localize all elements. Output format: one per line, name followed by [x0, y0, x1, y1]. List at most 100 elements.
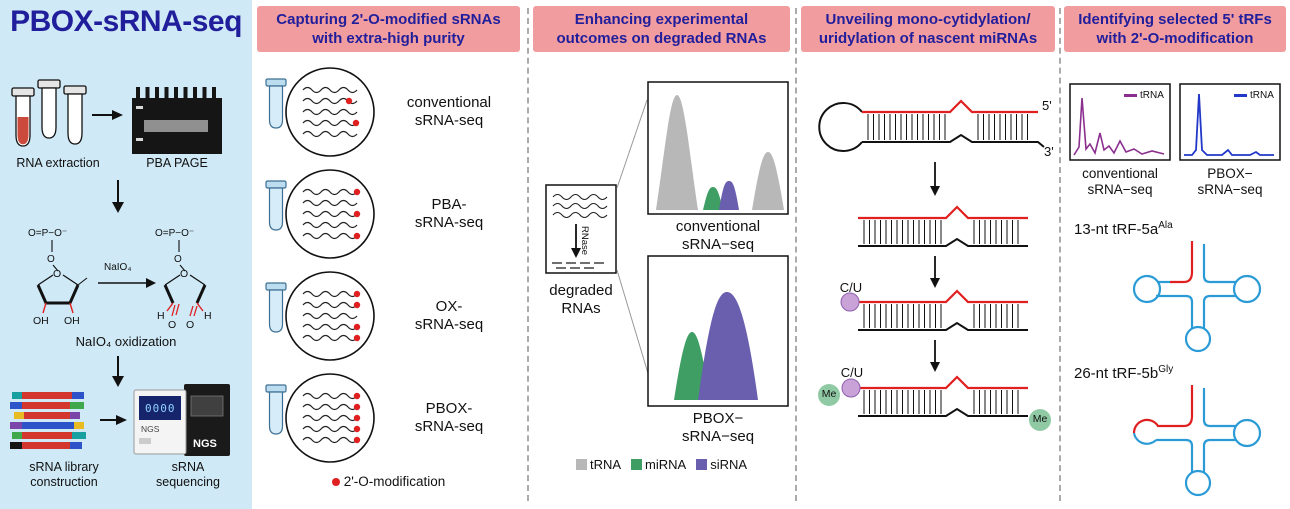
rnase-label: RNase	[579, 226, 590, 256]
panel4-header: Unveiling mono-cytidylation/ uridylation…	[801, 6, 1055, 52]
modification-dot	[353, 290, 361, 298]
trna-trace-legend: tRNA	[1124, 90, 1164, 101]
trf2-superscript: Gly	[1158, 364, 1174, 375]
degraded-rnas-label: degraded RNAs	[549, 282, 613, 318]
rna-strands	[302, 290, 358, 342]
chemical-structures: O=P−O⁻ O O OH OH O=P−O⁻ O O	[28, 228, 212, 331]
hydroxyl-label: OH	[64, 315, 80, 327]
process-arrow	[930, 256, 940, 288]
sample-tubes-icon	[11, 79, 87, 147]
sequencer-icon	[133, 384, 230, 456]
trna-swatch-icon	[575, 459, 587, 470]
modification-dot	[353, 334, 361, 342]
mirna-legend-label: miRNA	[645, 457, 687, 472]
modification-dot	[353, 425, 361, 433]
cu-nucleotide-circle	[840, 292, 860, 312]
aldehyde-h-label: H	[204, 310, 212, 322]
mirna-duplex-methylated	[818, 375, 1051, 431]
figure-title: PBOX-sRNA-seq	[10, 5, 242, 38]
trna-legend-label: tRNA	[589, 457, 622, 472]
sirna-peak	[698, 292, 758, 400]
ngs-machine-label: NGS	[141, 424, 160, 434]
modification-dot	[353, 414, 361, 422]
trna-trace-legend: tRNA	[1234, 90, 1274, 101]
blue-line-icon	[1234, 94, 1247, 97]
hydroxyl-label: OH	[33, 315, 49, 327]
aldehyde-o-label: O	[168, 319, 176, 331]
three-prime-label: 3'	[1044, 144, 1054, 159]
conventional-profile-plot	[647, 81, 789, 215]
trf-5prime-fragment	[1132, 385, 1194, 434]
row-label-pba: PBA- sRNA-seq	[414, 196, 484, 232]
modification-legend-label: 2'-O-modification	[343, 474, 446, 489]
sirna-peak	[719, 181, 739, 210]
phosphate-label: O=P−O⁻	[28, 228, 67, 239]
library-bars-icon	[10, 392, 86, 449]
pba-page-label: PBA PAGE	[146, 156, 208, 170]
trna-trace	[1184, 93, 1274, 156]
modification-dot	[353, 188, 361, 196]
pbox-profile-plot	[647, 255, 789, 407]
arrow-down-1-icon	[112, 180, 124, 213]
row-label-pbox: PBOX- sRNA-seq	[414, 400, 484, 436]
oxidization-label: NaIO₄ oxidization	[75, 334, 177, 349]
degraded-fragments	[552, 262, 604, 269]
trna-legend-item: tRNA	[575, 457, 622, 472]
trf1-label: 13-nt tRF-5aAla	[1074, 220, 1173, 239]
trf2-label: 26-nt tRF-5bGly	[1074, 364, 1173, 383]
sequencing-label: sRNA sequencing	[156, 460, 220, 490]
purple-line-icon	[1124, 94, 1137, 97]
degraded-rna-box	[545, 99, 651, 381]
pbox-plot-label: PBOX− sRNA−seq	[681, 410, 755, 446]
separator-2	[795, 8, 797, 501]
trf2-name: 26-nt tRF-5b	[1074, 365, 1159, 382]
trf-5prime-fragment	[1170, 241, 1194, 284]
trf1-superscript: Ala	[1158, 220, 1173, 231]
arrow-down-2-icon	[112, 356, 124, 387]
modification-dot	[353, 301, 361, 309]
modification-dot	[353, 323, 361, 331]
modification-dot	[353, 392, 361, 400]
trf1-name: 13-nt tRF-5a	[1074, 221, 1159, 238]
process-arrow	[930, 340, 940, 372]
row-label-conventional: conventional sRNA-seq	[406, 94, 492, 130]
conventional-plot-label: conventional sRNA−seq	[675, 218, 761, 254]
gel-page-icon	[132, 87, 222, 154]
library-construction-label: sRNA library construction	[29, 460, 99, 490]
trna-cloverleaf-trf5b	[1132, 385, 1262, 497]
modification-dot	[345, 97, 353, 105]
tube-icon	[265, 180, 287, 231]
modification-dot	[352, 119, 360, 127]
trna-peak	[656, 95, 698, 210]
modification-dot	[353, 436, 361, 444]
mirna-legend-item: miRNA	[631, 457, 686, 472]
tube-icon	[265, 78, 287, 129]
mirna-peak	[703, 187, 723, 210]
methyl-circle	[1029, 409, 1051, 431]
cu-label: C/U	[840, 365, 864, 380]
me-label: Me	[821, 388, 837, 400]
capture-rows	[265, 67, 375, 463]
rna-strands	[302, 188, 358, 240]
panel3-header: Enhancing experimental outcomes on degra…	[533, 6, 790, 52]
panel2-header: Capturing 2'-O-modified sRNAs with extra…	[257, 6, 520, 52]
modification-dot	[353, 403, 361, 411]
phosphate-label: O=P−O⁻	[155, 228, 194, 239]
cu-label: C/U	[839, 280, 863, 295]
modification-dot	[353, 232, 361, 240]
tube-icon	[265, 384, 287, 435]
conventional-trf-plot	[1069, 83, 1171, 161]
separator-3	[1059, 8, 1061, 501]
mirna-swatch-icon	[631, 459, 643, 470]
sirna-legend-label: siRNA	[710, 457, 748, 472]
trna-trace-label: tRNA	[1250, 90, 1274, 101]
mirna-duplex	[858, 205, 1028, 247]
ring-oxygen-label: O	[53, 268, 61, 280]
arrow-right-2-icon	[100, 415, 127, 425]
aldehyde-h-label: H	[157, 310, 165, 322]
pbox-plot-label: PBOX− sRNA−seq	[1197, 166, 1263, 198]
oxygen-label: O	[47, 254, 55, 265]
row-label-ox: OX- sRNA-seq	[414, 298, 484, 334]
